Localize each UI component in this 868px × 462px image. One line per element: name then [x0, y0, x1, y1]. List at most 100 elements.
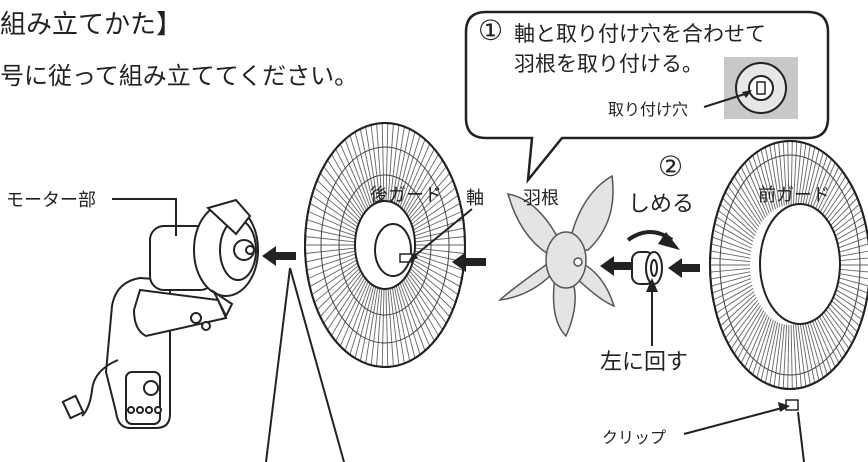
- guard-wire: [407, 273, 447, 324]
- guard-wire: [787, 324, 790, 389]
- callout-line-2: 羽根を取り付ける。: [514, 52, 703, 76]
- guard-wire: [403, 148, 435, 211]
- guard-wire: [752, 317, 772, 375]
- guard-wire: [391, 126, 405, 203]
- rotation-arrowhead: [658, 232, 680, 250]
- guard-wire: [773, 323, 783, 387]
- leader-lines: [112, 198, 805, 462]
- guard-wire: [806, 152, 824, 211]
- guard-wire: [331, 154, 366, 213]
- guard-wire: [724, 191, 758, 230]
- guard-wire: [410, 267, 454, 311]
- guard-wire: [744, 314, 768, 368]
- guard-wire: [305, 250, 356, 263]
- guard-wire: [391, 287, 405, 364]
- guard-wire: [406, 275, 443, 330]
- guard-wire: [306, 253, 356, 271]
- guard-wire: [719, 203, 756, 236]
- hole-label: 取り付け穴: [608, 100, 689, 119]
- guard-wire: [804, 320, 820, 381]
- guard-wire: [710, 250, 751, 259]
- guard-wire: [724, 300, 758, 339]
- guard-wire: [812, 162, 836, 216]
- guard-wire: [385, 288, 389, 367]
- guard-wire: [370, 124, 381, 202]
- guard-wire: [710, 271, 751, 280]
- guard-wire: [412, 259, 461, 288]
- guard-wire: [737, 310, 765, 359]
- guard-wire: [792, 141, 798, 206]
- guard-wire: [349, 135, 373, 206]
- guard-wire: [773, 143, 783, 207]
- guard-wire: [397, 284, 421, 355]
- guard-wire: [411, 265, 456, 303]
- blade-label: 羽根: [523, 188, 559, 209]
- guard-wire: [399, 139, 426, 208]
- guard-wire: [733, 307, 763, 355]
- guard-wire: [412, 262, 459, 295]
- guard-wire: [795, 142, 802, 206]
- guard-wire: [414, 236, 465, 243]
- guard-wire: [314, 187, 359, 225]
- guard-wire: [752, 155, 772, 213]
- guard-wire: [748, 158, 770, 214]
- guard-wire: [740, 312, 767, 364]
- guard-wire: [307, 256, 357, 280]
- guard-wire: [411, 187, 456, 225]
- motor-cord: [81, 359, 119, 417]
- guard-wire: [722, 197, 757, 233]
- guard-wire: [808, 155, 828, 213]
- guard-wire: [714, 222, 753, 246]
- guard-wire: [782, 324, 788, 389]
- guard-wire: [311, 262, 358, 295]
- guard-wire: [395, 285, 416, 359]
- guard-wire: [730, 180, 761, 225]
- guard-wire: [309, 259, 358, 288]
- guard-wire: [801, 147, 816, 208]
- tighten-label: しめる: [628, 192, 695, 217]
- guard-wire: [414, 253, 464, 271]
- guard-wire: [393, 286, 411, 362]
- guard-wire: [385, 123, 389, 202]
- guard-wire: [713, 229, 752, 249]
- guard-wire: [408, 173, 451, 220]
- guard-wire: [806, 319, 824, 378]
- hole-leader-arrowhead: [742, 90, 752, 98]
- guard-wire: [370, 288, 381, 366]
- motor-unit: [104, 198, 259, 429]
- callout-line-1: 軸と取り付け穴を合わせて: [514, 22, 766, 46]
- guard-wire: [748, 316, 770, 372]
- guard-wire: [737, 171, 765, 220]
- guard-wire: [799, 322, 811, 385]
- motor-label: モーター部: [6, 190, 96, 211]
- guard-wire: [769, 322, 781, 385]
- guard-wire: [335, 148, 367, 211]
- guard-wire: [323, 166, 363, 217]
- guard-wire: [717, 291, 755, 321]
- guard-wire: [401, 143, 431, 209]
- guard-wire: [782, 141, 788, 206]
- guard-wire: [795, 324, 802, 388]
- guard-wire: [792, 324, 798, 389]
- guard-wire: [403, 279, 435, 342]
- guard-wire: [760, 320, 776, 381]
- guard-wire: [810, 158, 832, 214]
- guard-wire: [305, 247, 356, 254]
- step2-number: ②: [658, 150, 684, 183]
- guard-wire: [389, 288, 400, 366]
- guard-wire: [401, 281, 431, 347]
- guard-wire: [790, 141, 793, 206]
- guard-wire: [387, 123, 394, 202]
- rear-guard-label: 後ガード: [370, 185, 442, 206]
- guard-wire: [327, 160, 364, 215]
- guard-wire: [722, 297, 757, 333]
- guard-wire: [344, 282, 371, 351]
- guard-wire: [305, 227, 356, 240]
- guard-wire: [335, 279, 367, 342]
- guard-wire: [744, 162, 768, 216]
- guard-wire: [730, 305, 761, 350]
- hole-inset: [724, 57, 798, 119]
- guard-wire: [354, 131, 375, 205]
- guard-wire: [804, 149, 820, 210]
